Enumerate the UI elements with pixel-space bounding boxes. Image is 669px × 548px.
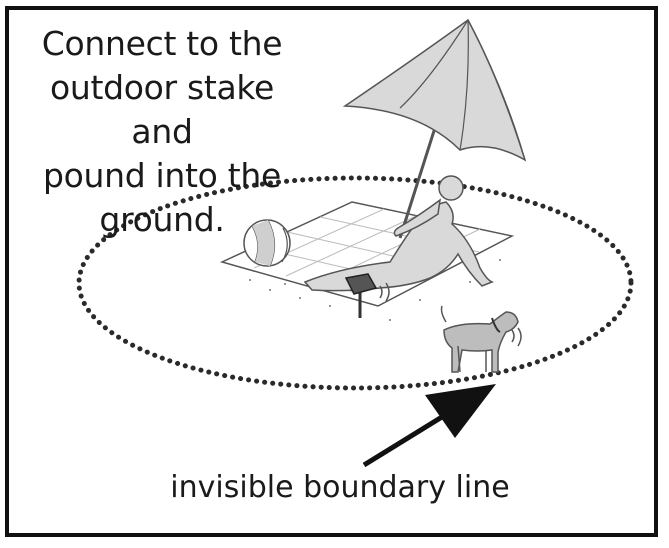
instruction-line-2: outdoor stake and (49, 68, 275, 151)
outdoor-stake-transmitter (344, 273, 390, 318)
boundary-label: invisible boundary line (170, 470, 510, 505)
instruction-line-4: ground. (99, 200, 225, 239)
boundary-pointer-arrow (362, 384, 496, 468)
boundary-dotted-ellipse (76, 175, 634, 391)
umbrella-pole (398, 111, 442, 239)
instruction-line-3: pound into the (42, 156, 282, 195)
beach-umbrella (342, 18, 527, 162)
instruction-caption: Connect to the outdoor stake and pound i… (22, 22, 302, 242)
beach-ball (243, 219, 291, 267)
reclining-person (303, 175, 495, 292)
instruction-line-1: Connect to the (41, 24, 283, 63)
beagle-dog (440, 305, 522, 373)
